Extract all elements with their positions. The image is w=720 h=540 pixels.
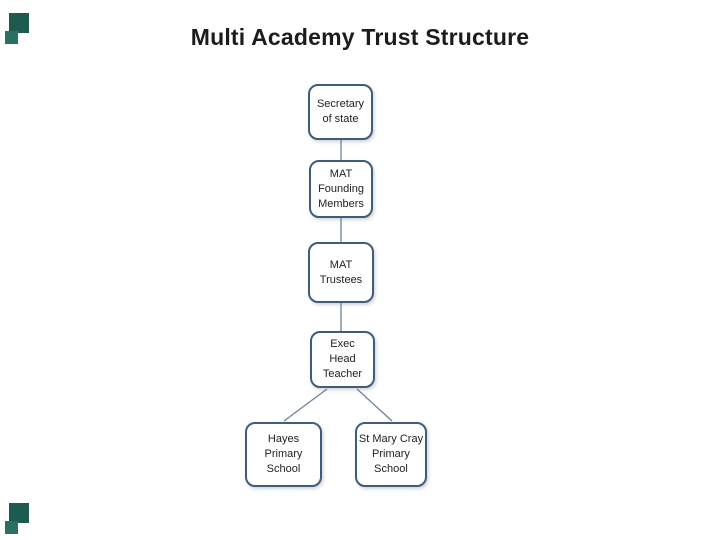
corner-square-top-large-icon [9, 13, 29, 33]
corner-square-top-small-icon [5, 31, 18, 44]
node-secretary-of-state: Secretary of state [308, 84, 373, 140]
connector-exec-to-hayes [283, 388, 328, 422]
node-mat-founding-members: MAT Founding Members [309, 160, 373, 218]
node-st-mary-cray-primary-school: St Mary Cray Primary School [355, 422, 427, 487]
connector-exec-to-stmarycray [356, 388, 393, 422]
slide-title: Multi Academy Trust Structure [190, 24, 530, 50]
node-exec-head-teacher: Exec Head Teacher [310, 331, 375, 388]
corner-square-bottom-large-icon [9, 503, 29, 523]
corner-square-bottom-small-icon [5, 521, 18, 534]
node-hayes-primary-school: Hayes Primary School [245, 422, 322, 487]
node-mat-trustees: MAT Trustees [308, 242, 374, 303]
